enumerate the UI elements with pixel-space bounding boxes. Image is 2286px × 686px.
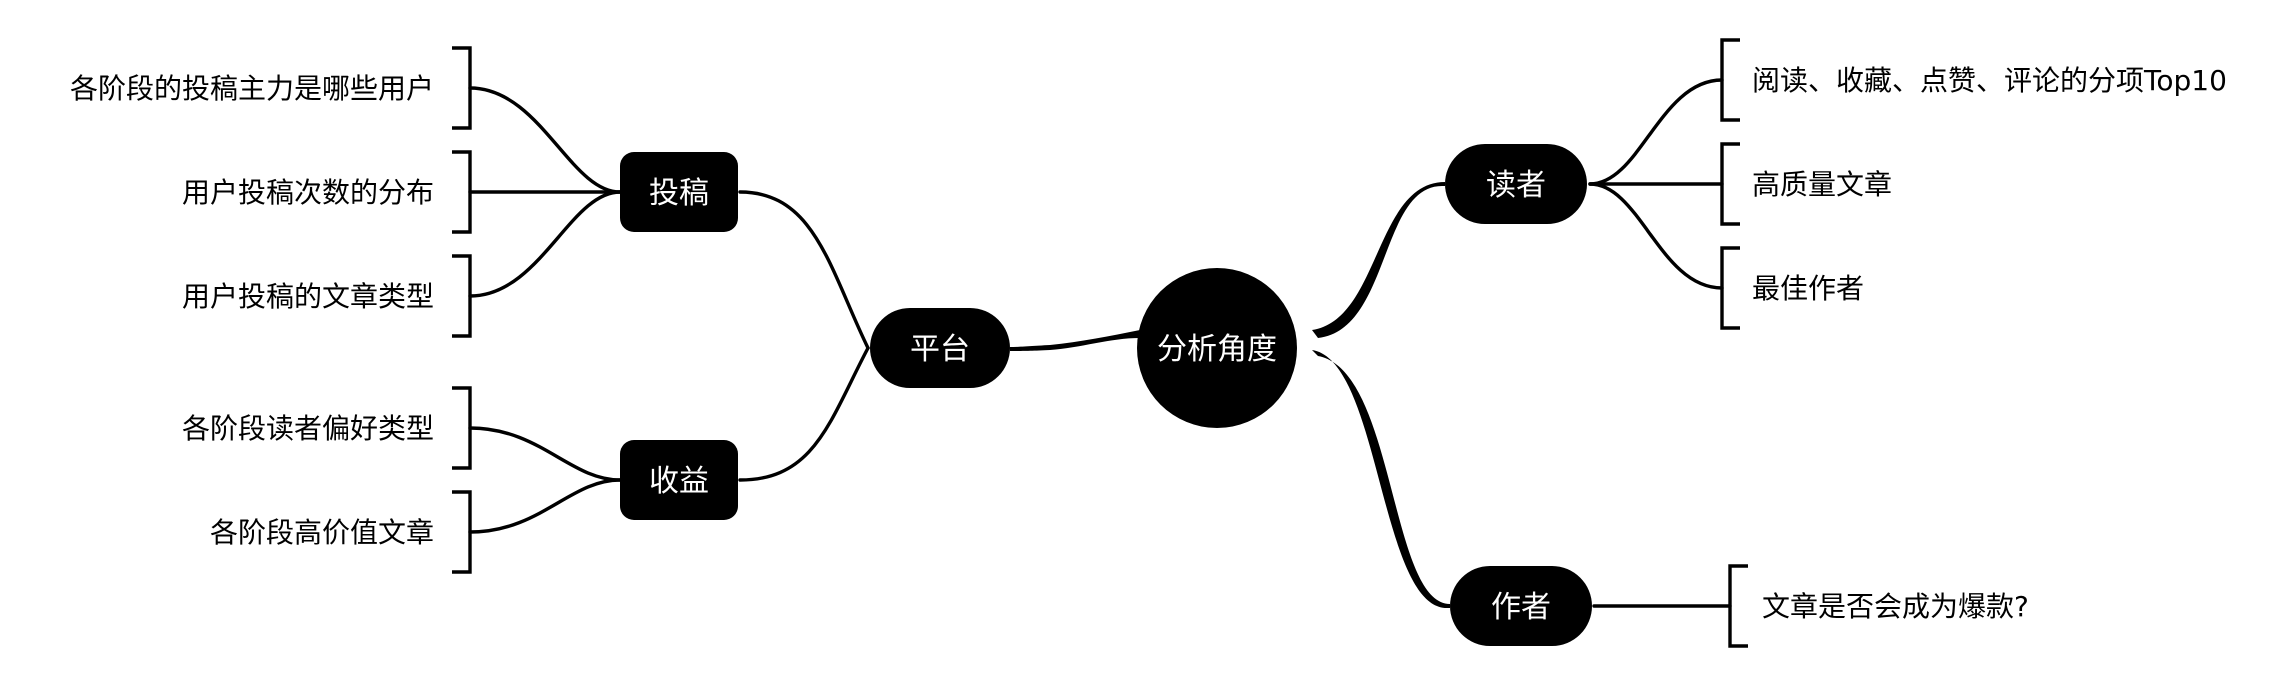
leaf-labels-submit: 各阶段的投稿主力是哪些用户 用户投稿次数的分布 用户投稿的文章类型: [70, 72, 434, 313]
node-reader-label: 读者: [1486, 168, 1546, 203]
leaf-labels-revenue: 各阶段读者偏好类型 各阶段高价值文章: [182, 412, 434, 549]
leaf-labels-author: 文章是否会成为爆款?: [1762, 590, 2029, 623]
bracket-reader-leaf-1: [1720, 38, 1740, 122]
node-submit-label: 投稿: [649, 176, 709, 211]
node-revenue[interactable]: 收益: [620, 440, 738, 520]
node-author-label: 作者: [1491, 590, 1551, 625]
trunk-root-platform: [1010, 330, 1140, 351]
edge-reader-leaf-3: [1588, 182, 1724, 290]
connector-lines: [468, 78, 1732, 608]
bracket-submit-leaf-2: [452, 150, 472, 234]
node-reader[interactable]: 读者: [1445, 144, 1587, 224]
edge-platform-revenue: [738, 346, 870, 482]
leaf-revenue-1[interactable]: 各阶段读者偏好类型: [182, 412, 434, 445]
node-author[interactable]: 作者: [1450, 566, 1592, 646]
leaf-submit-3[interactable]: 用户投稿的文章类型: [182, 280, 434, 313]
trunk-root-reader: [1312, 182, 1445, 338]
leaf-reader-2[interactable]: 高质量文章: [1752, 168, 1892, 201]
node-submit[interactable]: 投稿: [620, 152, 738, 232]
node-root-label: 分析角度: [1157, 332, 1277, 367]
node-revenue-label: 收益: [649, 464, 709, 499]
leaf-reader-1[interactable]: 阅读、收藏、点赞、评论的分项Top10: [1752, 64, 2227, 97]
leaf-submit-1[interactable]: 各阶段的投稿主力是哪些用户: [70, 72, 434, 105]
leaf-reader-3[interactable]: 最佳作者: [1752, 272, 1864, 305]
bracket-revenue-leaf-2: [452, 490, 472, 574]
trunk-root-author: [1312, 350, 1450, 608]
bracket-submit-leaf-3: [452, 254, 472, 338]
edge-platform-submit: [738, 190, 870, 350]
leaf-submit-2[interactable]: 用户投稿次数的分布: [182, 176, 434, 209]
bracket-reader-leaf-3: [1720, 246, 1740, 330]
leaf-labels-reader: 阅读、收藏、点赞、评论的分项Top10 高质量文章 最佳作者: [1752, 64, 2227, 305]
bracket-reader-leaf-2: [1720, 142, 1740, 226]
bracket-submit-leaf-1: [452, 46, 472, 130]
bracket-revenue-leaf-1: [452, 386, 472, 470]
edge-submit-leaf-3: [468, 190, 622, 298]
leaf-brackets: [452, 38, 1748, 648]
leaf-revenue-2[interactable]: 各阶段高价值文章: [210, 516, 434, 549]
edge-reader-leaf-1: [1588, 78, 1724, 186]
node-platform-label: 平台: [910, 332, 970, 367]
leaf-author-1[interactable]: 文章是否会成为爆款?: [1762, 590, 2029, 623]
edge-submit-leaf-1: [468, 86, 622, 194]
node-platform[interactable]: 平台: [870, 308, 1010, 388]
edge-revenue-leaf-1: [468, 426, 622, 482]
bracket-author-leaf-1: [1728, 564, 1748, 648]
edge-revenue-leaf-2: [468, 478, 622, 534]
node-root[interactable]: 分析角度: [1137, 268, 1297, 428]
